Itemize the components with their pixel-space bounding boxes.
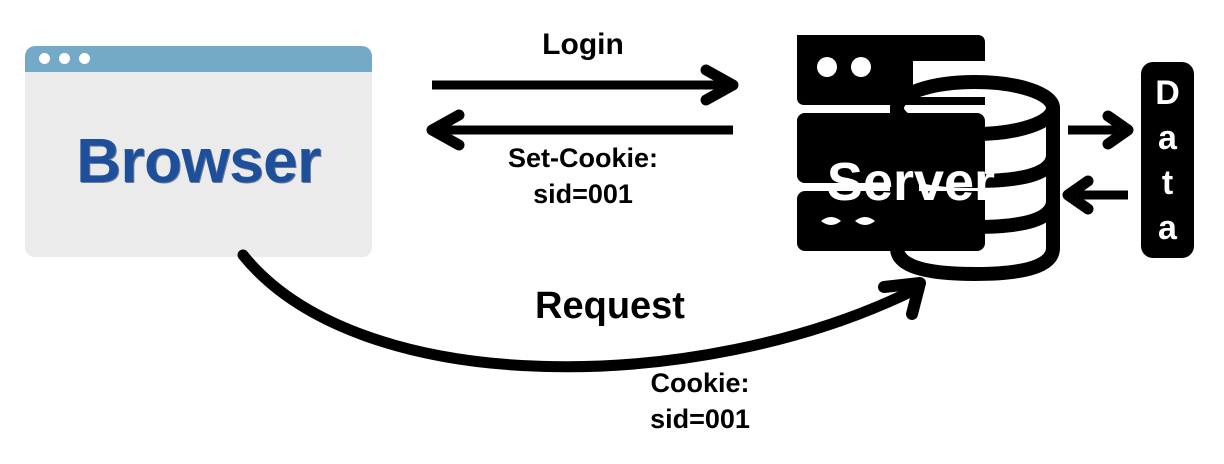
window-dot-close-icon [39,53,50,64]
browser-window: Browser [25,46,372,257]
request-label: Request [535,285,685,327]
server-rack-database-icon [797,35,1060,282]
server-to-data-arrow [1068,110,1134,150]
data-letter-a2: a [1158,208,1177,247]
data-letter-t: t [1161,163,1174,202]
browser-window-controls [39,53,90,64]
browser-titlebar [25,46,372,72]
login-arrow [432,64,739,106]
set-cookie-label-line2: sid=001 [533,179,633,209]
browser-label: Browser [76,127,321,196]
data-to-server-arrow [1062,175,1128,215]
data-letter-a1: a [1158,118,1177,157]
request-cookie-label-line2: sid=001 [650,404,750,434]
data-store-box: D a t a [1141,62,1194,258]
window-dot-maximize-icon [79,53,90,64]
login-label: Login [542,28,624,61]
set-cookie-label-line1: Set-Cookie: [507,143,659,173]
request-cookie-label: Cookie: sid=001 [520,365,880,437]
data-letter-d: D [1155,73,1180,112]
window-dot-minimize-icon [59,53,70,64]
browser-body: Browser [25,72,372,257]
set-cookie-label: Set-Cookie: sid=001 [432,140,734,212]
request-cookie-label-line1: Cookie: [650,368,750,398]
server-node: Server [795,33,1065,283]
